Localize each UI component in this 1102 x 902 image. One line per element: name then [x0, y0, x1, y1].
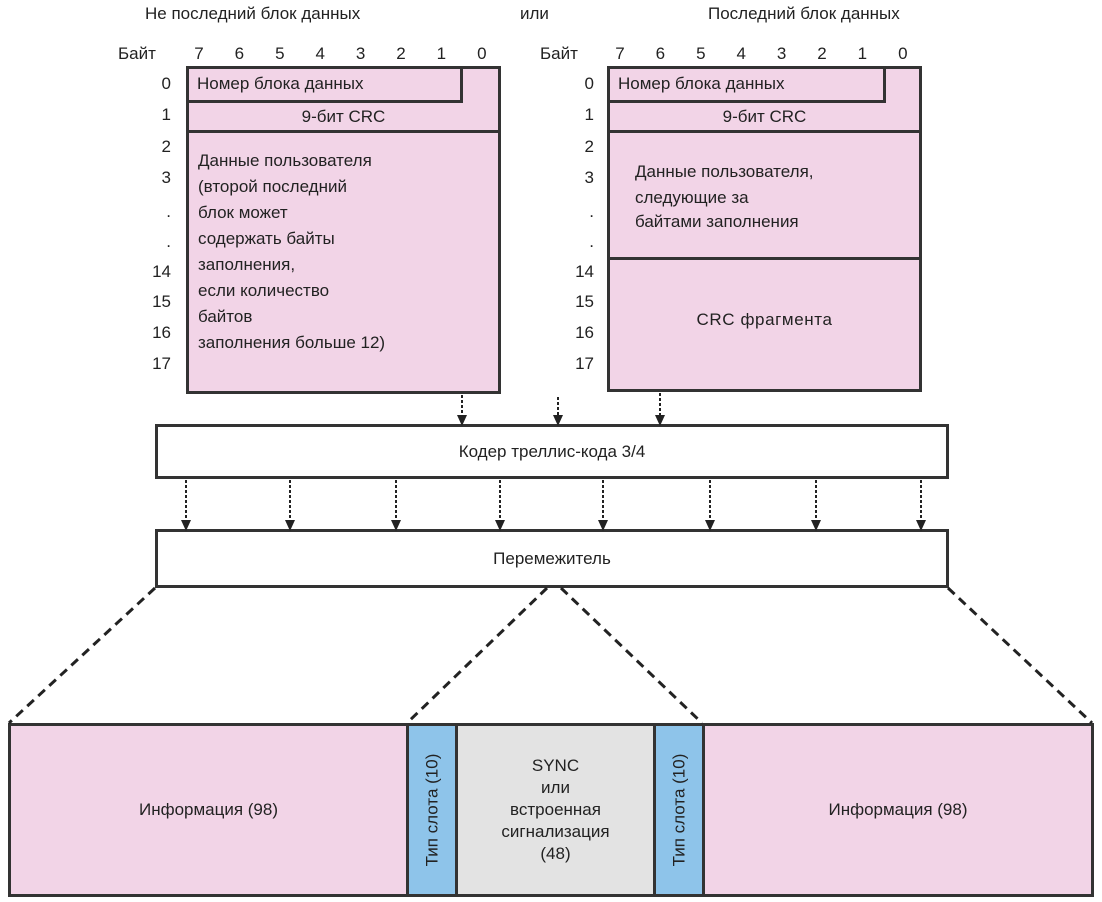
- sync-line: встроенная: [510, 800, 601, 819]
- bit-label: 2: [396, 44, 406, 63]
- interleaver-label: Перемежитель: [493, 548, 611, 568]
- byte-row-label: 16: [575, 323, 594, 342]
- user-data-line: если количество: [198, 281, 330, 300]
- interleaver-box: Перемежитель: [155, 529, 949, 588]
- user-data-line: заполнения больше 12): [198, 333, 386, 352]
- bit-label: 1: [857, 44, 868, 63]
- byte-row-label: 16: [152, 323, 171, 342]
- projection-line-inner-right: [559, 586, 704, 725]
- byte-header-right: Байт: [540, 44, 578, 63]
- byte-row-label: 3: [161, 168, 171, 187]
- bit-label: 0: [898, 44, 908, 63]
- bit-label: 1: [436, 44, 447, 63]
- byte-row-label: 17: [575, 354, 594, 373]
- user-data-line: Данные пользователя,: [635, 162, 814, 181]
- sync-line: сигнализация: [501, 822, 610, 841]
- byte-row-label: 0: [584, 74, 594, 93]
- byte-row-label: 15: [575, 292, 594, 311]
- user-data-line: байтами заполнения: [635, 212, 799, 231]
- info-field-right: Информация (98): [702, 723, 1094, 897]
- bit-label: 5: [275, 44, 285, 63]
- byte-row-label: .: [166, 202, 171, 221]
- byte-row-label: 14: [575, 262, 594, 281]
- byte-row-label: 2: [584, 137, 594, 156]
- sync-field: SYNC или встроенная сигнализация (48): [455, 723, 656, 897]
- bit-label: 7: [615, 44, 625, 63]
- bit-label: 3: [776, 44, 787, 63]
- block-number-field: Номер блока данных: [610, 69, 886, 103]
- bit-label: 2: [817, 44, 827, 63]
- bit-label: 4: [315, 44, 325, 63]
- byte-row-label: 1: [161, 105, 171, 124]
- bit-label: 6: [234, 44, 245, 63]
- projection-lines: [7, 586, 1094, 725]
- byte-row-label: 2: [161, 137, 171, 156]
- info-right-label: Информация (98): [828, 800, 968, 819]
- byte-header-left: Байт: [118, 44, 156, 63]
- last-data-block: Номер блока данных 9-бит CRC Данные поль…: [607, 66, 922, 392]
- byte-row-label: 17: [152, 354, 171, 373]
- user-data-line: блок может: [198, 203, 288, 222]
- or-label: или: [520, 4, 549, 23]
- projection-line-outer-left: [7, 586, 157, 725]
- user-data-line: содержать байты: [198, 229, 335, 248]
- slot-type-right-label: Тип слота (10): [669, 753, 689, 867]
- crc9-label: 9-бит CRC: [301, 107, 386, 126]
- trellis-encoder-box: Кодер треллис-кода 3/4: [155, 424, 949, 479]
- user-data-line: (второй последний: [198, 177, 347, 196]
- bit-label: 5: [696, 44, 706, 63]
- slot-type-field-left: Тип слота (10): [406, 723, 458, 897]
- bit-label: 4: [736, 44, 746, 63]
- sync-line: (48): [540, 844, 571, 863]
- crc9-label: 9-бит CRC: [722, 107, 807, 126]
- bit-label: 7: [194, 44, 204, 63]
- bit-label: 3: [355, 44, 366, 63]
- byte-row-label: 3: [584, 168, 594, 187]
- projection-line-outer-right: [946, 586, 1094, 725]
- user-data-line: Данные пользователя: [198, 151, 372, 170]
- block-to-encoder-arrows: [457, 393, 665, 426]
- block-number-label: Номер блока данных: [197, 74, 364, 93]
- fragment-crc-divider: [610, 257, 919, 260]
- byte-row-label: 0: [161, 74, 171, 93]
- bit-label: 6: [655, 44, 666, 63]
- slot-type-field-right: Тип слота (10): [653, 723, 705, 897]
- bit-label: 0: [477, 44, 487, 63]
- info-left-label: Информация (98): [138, 800, 279, 819]
- block-number-field: Номер блока данных: [189, 69, 463, 103]
- slot-type-left-label: Тип слота (10): [422, 753, 442, 867]
- byte-row-label: 15: [152, 292, 171, 311]
- user-data-line: заполнения,: [198, 255, 296, 274]
- non-last-data-block: Номер блока данных 9-бит CRC Данные поль…: [186, 66, 501, 394]
- user-data-line: следующие за: [635, 188, 749, 207]
- encoder-to-interleaver-arrows: [181, 480, 926, 531]
- byte-row-label: .: [166, 232, 171, 251]
- right-block-title: Последний блок данных: [708, 4, 900, 23]
- user-data-line: байтов: [198, 307, 253, 326]
- left-block-title: Не последний блок данных: [145, 4, 361, 23]
- info-field-left: Информация (98): [8, 723, 409, 897]
- byte-row-label: 1: [584, 105, 594, 124]
- trellis-encoder-label: Кодер треллис-кода 3/4: [458, 441, 646, 461]
- byte-row-label: .: [589, 202, 594, 221]
- byte-row-label: 14: [152, 262, 171, 281]
- block-number-label: Номер блока данных: [618, 74, 785, 93]
- sync-line: SYNC: [531, 756, 580, 775]
- projection-line-inner-left: [405, 586, 549, 725]
- crc-divider: [610, 130, 919, 133]
- sync-line: или: [541, 778, 570, 797]
- fragment-crc-label: CRC фрагмента: [696, 310, 833, 329]
- crc-divider: [189, 130, 498, 133]
- byte-row-label: .: [589, 232, 594, 251]
